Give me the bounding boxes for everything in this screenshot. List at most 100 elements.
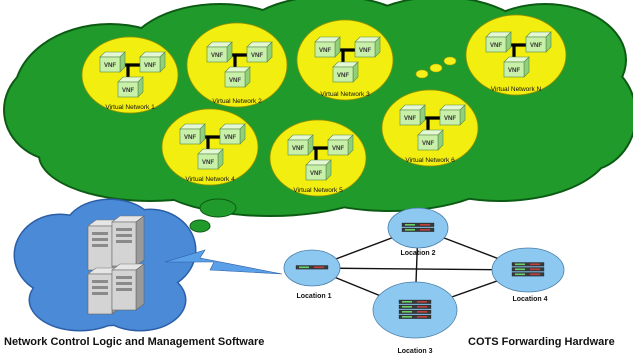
vn-ellipse bbox=[465, 14, 567, 96]
vnf-front bbox=[139, 56, 161, 73]
vnf-box: VNF bbox=[219, 123, 246, 145]
location-label: Location 3 bbox=[397, 348, 432, 354]
vnf-front bbox=[332, 66, 354, 83]
thought-bubble-large bbox=[199, 198, 237, 218]
switch-ports bbox=[405, 224, 415, 226]
switch-leds bbox=[420, 229, 430, 231]
switch-ports bbox=[515, 273, 525, 276]
vnf-front bbox=[287, 139, 309, 156]
vnf-label: VNF bbox=[490, 43, 502, 49]
vnf-box: VNF bbox=[179, 123, 206, 145]
vnf-label: VNF bbox=[251, 53, 263, 59]
vnf-label: VNF bbox=[444, 116, 456, 122]
vnf-box: VNF bbox=[332, 61, 359, 83]
location-loc3: Location 3 bbox=[372, 281, 458, 355]
server-slot bbox=[116, 234, 132, 237]
switch-unit bbox=[511, 267, 545, 272]
switch-leds bbox=[417, 311, 427, 313]
vnf-label: VNF bbox=[292, 146, 304, 152]
server-unit bbox=[111, 215, 145, 267]
vnf-box: VNF bbox=[525, 31, 552, 53]
vnf-label: VNF bbox=[229, 78, 241, 84]
vnf-box: VNF bbox=[439, 104, 466, 126]
location-label: Location 2 bbox=[400, 250, 435, 257]
vnf-label: VNF bbox=[359, 48, 371, 54]
server-slot bbox=[92, 238, 108, 241]
vnf-box: VNF bbox=[206, 41, 233, 63]
physical-locations: Location 1 Location 2 Location 3 Location 4 bbox=[283, 207, 565, 355]
switch-ports bbox=[405, 229, 415, 231]
vnf-front bbox=[314, 41, 336, 58]
switch-leds bbox=[530, 273, 540, 276]
switch-unit bbox=[398, 299, 432, 304]
server-slot bbox=[92, 232, 108, 235]
thought-bubble-small bbox=[189, 219, 211, 233]
switch-unit bbox=[398, 309, 432, 314]
server-side bbox=[135, 215, 145, 267]
server-slot bbox=[116, 282, 132, 285]
vnf-box: VNF bbox=[354, 36, 381, 58]
ellipsis-dot bbox=[443, 56, 457, 66]
vnf-front bbox=[354, 41, 376, 58]
vnf-front bbox=[224, 71, 246, 88]
virtual-network-vn1: VNF VNF VNF Virtual Network 1 bbox=[81, 36, 179, 114]
vnf-label: VNF bbox=[530, 43, 542, 49]
vnf-label: VNF bbox=[310, 171, 322, 177]
vn-label: Virtual Network 1 bbox=[105, 104, 155, 111]
switch-ports bbox=[515, 263, 525, 266]
vnf-box: VNF bbox=[99, 51, 126, 73]
switch-leds bbox=[417, 301, 427, 303]
switch-leds bbox=[530, 263, 540, 266]
vnf-front bbox=[439, 109, 461, 126]
vn-label: Virtual Network 2 bbox=[212, 98, 262, 105]
vnf-label: VNF bbox=[122, 88, 134, 94]
vn-label: Virtual Network N bbox=[491, 86, 542, 93]
server-slot bbox=[92, 244, 108, 247]
switch-leds bbox=[314, 266, 324, 269]
vnf-box: VNF bbox=[224, 66, 251, 88]
vnf-front bbox=[219, 128, 241, 145]
vnf-front bbox=[179, 128, 201, 145]
server-slot bbox=[116, 240, 132, 243]
location-loc1: Location 1 bbox=[283, 249, 341, 300]
switch-unit bbox=[398, 304, 432, 309]
server-slot bbox=[116, 288, 132, 291]
vnf-box: VNF bbox=[139, 51, 166, 73]
vnf-front bbox=[117, 81, 139, 98]
vnf-box: VNF bbox=[197, 148, 224, 170]
virtual-network-vnN: VNF VNF VNF Virtual Network N bbox=[465, 14, 567, 96]
server-slot bbox=[92, 286, 108, 289]
vnf-front bbox=[525, 36, 547, 53]
vnf-label: VNF bbox=[337, 73, 349, 79]
switch-ports bbox=[515, 268, 525, 271]
ellipsis-dot bbox=[429, 63, 443, 73]
vnf-front bbox=[327, 139, 349, 156]
vn-ellipse bbox=[296, 19, 394, 101]
vn-ellipse bbox=[381, 89, 479, 167]
server-slot bbox=[116, 276, 132, 279]
vnf-label: VNF bbox=[319, 48, 331, 54]
vnf-box: VNF bbox=[503, 56, 530, 78]
vnf-front bbox=[246, 46, 268, 63]
vnf-front bbox=[485, 36, 507, 53]
virtual-network-vn2: VNF VNF VNF Virtual Network 2 bbox=[186, 22, 288, 108]
switch-unit bbox=[511, 262, 545, 267]
vn-ellipse bbox=[186, 22, 288, 108]
switch-ports bbox=[402, 311, 412, 313]
caption-control-software: Network Control Logic and Management Sof… bbox=[4, 336, 265, 348]
vnf-box: VNF bbox=[287, 134, 314, 156]
vnf-box: VNF bbox=[327, 134, 354, 156]
location-loc4: Location 4 bbox=[491, 247, 565, 303]
vnf-front bbox=[399, 109, 421, 126]
vn-ellipse bbox=[81, 36, 179, 114]
switch-unit bbox=[511, 272, 545, 277]
server-unit bbox=[111, 263, 145, 311]
server-slot bbox=[92, 280, 108, 283]
vnf-front bbox=[305, 164, 327, 181]
